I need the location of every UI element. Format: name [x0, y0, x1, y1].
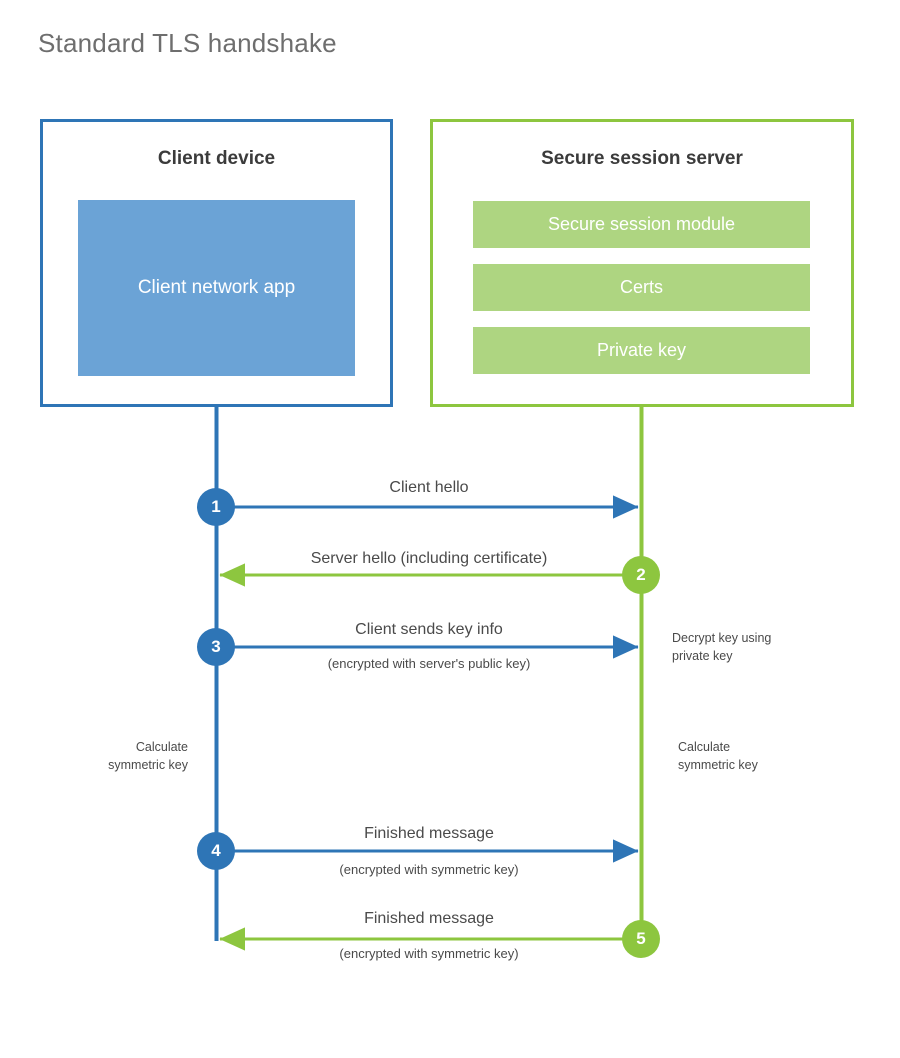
message-label-step-4: Finished message [229, 825, 629, 843]
client-network-app-block: Client network app [78, 200, 355, 376]
message-label-step-3-secondary: (encrypted with server's public key) [327, 656, 531, 671]
message-label-step-3-primary: Client sends key info [355, 621, 503, 638]
note-server-calculate-symmetric-key: Calculate symmetric key [678, 740, 758, 772]
message-label-step-5: Finished message [229, 910, 629, 928]
server-component-certs: Certs [473, 264, 810, 311]
message-sublabel-step-3: (encrypted with server's public key) [229, 656, 629, 671]
step-badge-3[interactable]: 3 [197, 628, 235, 666]
step-badge-4[interactable]: 4 [197, 832, 235, 870]
message-label-step-2: Server hello (including certificate) [229, 550, 629, 568]
message-label-step-4-secondary: (encrypted with symmetric key) [339, 862, 519, 877]
message-label-step-2-primary: Server hello (including certificate) [310, 550, 548, 567]
step-badge-2[interactable]: 2 [622, 556, 660, 594]
message-label-step-5-secondary: (encrypted with symmetric key) [339, 946, 519, 961]
step-badge-1[interactable]: 1 [197, 488, 235, 526]
server-component-private-key: Private key [473, 327, 810, 374]
message-label-step-1-primary: Client hello [389, 479, 469, 496]
note-client-calculate-symmetric-key: Calculate symmetric key [108, 740, 188, 772]
note-decrypt-key: Decrypt key using private key [672, 631, 772, 663]
server-component-secure-session-module: Secure session module [473, 201, 810, 248]
secure-session-server-box: Secure session server Secure session mod… [430, 119, 854, 407]
client-device-box: Client device Client network app [40, 119, 393, 407]
message-label-step-1: Client hello [229, 479, 629, 497]
message-sublabel-step-4: (encrypted with symmetric key) [229, 862, 629, 877]
message-sublabel-step-5: (encrypted with symmetric key) [229, 946, 629, 961]
message-label-step-4-primary: Finished message [364, 825, 494, 842]
message-label-step-5-primary: Finished message [364, 910, 494, 927]
secure-session-server-title: Secure session server [541, 148, 743, 169]
message-label-step-3: Client sends key info [229, 621, 629, 639]
page-title: Standard TLS handshake [38, 28, 337, 58]
step-badge-5[interactable]: 5 [622, 920, 660, 958]
client-device-title: Client device [157, 148, 276, 169]
